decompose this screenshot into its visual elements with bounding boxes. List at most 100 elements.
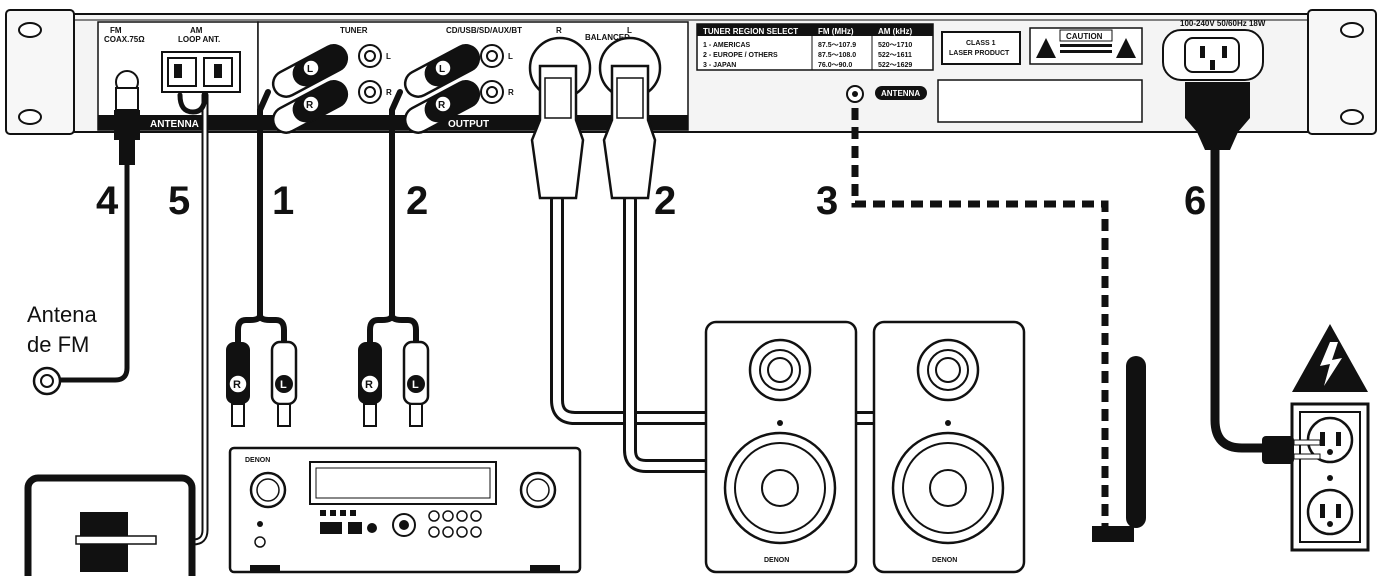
plugs: L R L R R	[114, 44, 1250, 427]
usb-port[interactable]	[320, 522, 342, 534]
tweeter	[748, 338, 812, 402]
speaker-left-brand: DENON	[932, 557, 957, 564]
tuner-jack-right[interactable]	[358, 80, 382, 104]
output-jack-left[interactable]	[480, 44, 504, 68]
tuner-jack-left[interactable]	[358, 44, 382, 68]
antenna-jack-label: ANTENNA	[881, 89, 920, 98]
tuner-free-plug-r: R	[233, 379, 241, 391]
region-fm-col: FM (MHz)	[818, 27, 854, 36]
outlet-socket-bottom[interactable]	[1306, 488, 1354, 536]
tuner-plug-r: R	[306, 100, 314, 111]
laser-label	[941, 31, 1021, 65]
tuner-free-plugs: R L	[226, 340, 298, 427]
region-2-am: 522～1611	[878, 52, 912, 59]
step-4-label: 4	[96, 179, 119, 223]
antenna-whip-icon	[1126, 356, 1146, 528]
fm-antenna-line2: de FM	[27, 332, 89, 357]
tuner-rca-cable	[257, 89, 271, 318]
rack-hole	[18, 109, 42, 125]
fm-antenna-line1: Antena	[27, 302, 97, 327]
fm-antenna: Antena de FM	[27, 302, 97, 396]
region-3-fm: 76.0～90.0	[818, 62, 852, 69]
output-free-plug-r: R	[365, 379, 373, 391]
output-group-label: OUTPUT	[448, 119, 489, 130]
output-rca-cable	[389, 89, 403, 318]
bt-antenna	[1092, 356, 1146, 542]
step-5-label: 5	[168, 179, 190, 223]
laser-line1: CLASS 1	[966, 40, 996, 47]
region-2-name: 2 - EUROPE / OTHERS	[703, 52, 778, 59]
output-free-plugs: R L	[358, 340, 430, 427]
power-cord	[1210, 145, 1295, 453]
output-panel-plugs: L R	[403, 44, 481, 134]
balanced-r-mark: R	[556, 26, 562, 35]
power-spec: 100-240V 50/60Hz 18W	[1180, 19, 1266, 28]
av-receiver: DENON	[228, 446, 582, 574]
output-l-mark: L	[508, 52, 513, 61]
region-1-fm: 87.5～107.9	[818, 42, 856, 49]
region-1-am: 520～1710	[878, 42, 912, 49]
output-r-mark: R	[508, 88, 514, 97]
laser-line2: LASER PRODUCT	[949, 50, 1010, 57]
balanced-label: BALANCED	[585, 33, 630, 42]
tuner-free-plug-l: L	[280, 379, 287, 391]
antenna-group-label: ANTENNA	[150, 119, 199, 130]
region-3-am: 522～1629	[878, 62, 912, 69]
serial-plate	[937, 79, 1143, 123]
output-jack-right[interactable]	[480, 80, 504, 104]
output-plug-l: L	[439, 64, 445, 75]
region-am-col: AM (kHz)	[878, 27, 913, 36]
fm-coax-label: COAX.75Ω	[104, 35, 145, 44]
bt-antenna-dashed-line	[851, 108, 1109, 528]
speaker-right: DENON	[704, 320, 858, 574]
step-6-label: 6	[1184, 179, 1206, 223]
rack-hole	[1340, 109, 1364, 125]
power-plug	[1185, 82, 1250, 150]
woofer	[891, 431, 1005, 545]
tuner-jacks: L R	[358, 44, 392, 104]
wall-outlet	[1262, 324, 1370, 552]
receiver-brand: DENON	[245, 457, 270, 464]
step-2-label: 2	[406, 179, 428, 223]
warning-triangle-icon	[1036, 38, 1056, 58]
xlr-cable-left	[623, 193, 713, 473]
rear-panel: ANTENNA FM COAX.75Ω AM LOOP ANT. OUTPUT …	[5, 9, 1377, 135]
rack-hole	[18, 22, 42, 38]
region-2-fm: 87.5～108.0	[818, 52, 856, 59]
am-label: AM	[190, 26, 203, 35]
fm-label: FM	[110, 26, 122, 35]
output-plug-r: R	[438, 100, 446, 111]
power-button[interactable]	[254, 536, 266, 548]
woofer	[723, 431, 837, 545]
fm-antenna-cable	[55, 157, 130, 383]
speaker-right-brand: DENON	[764, 557, 789, 564]
step-1-label: 1	[272, 179, 294, 223]
am-loop-antenna	[24, 474, 196, 576]
volume-knob[interactable]	[519, 471, 557, 509]
balanced-l-mark: L	[627, 26, 632, 35]
step-numbers: 4 5 1 2 2 3 6	[96, 179, 1206, 223]
tuner-r-mark: R	[386, 88, 392, 97]
output-section-bar	[258, 115, 688, 130]
region-3-name: 3 - JAPAN	[703, 62, 736, 69]
step-2b-label: 2	[654, 179, 676, 223]
caution-label: CAUTION	[1029, 27, 1143, 65]
tuner-l-mark: L	[386, 52, 391, 61]
step-3-label: 3	[816, 179, 838, 223]
power-plug-end	[1262, 436, 1294, 464]
speaker-left: DENON	[872, 320, 1026, 574]
region-1-name: 1 - AMERICAS	[703, 42, 751, 49]
output-free-plug-l: L	[412, 379, 419, 391]
antenna-jack-label-bg	[875, 86, 927, 100]
region-title: TUNER REGION SELECT	[703, 27, 798, 36]
input-knob[interactable]	[249, 471, 287, 509]
tuner-plug-l: L	[307, 64, 313, 75]
tuner-label: TUNER	[340, 26, 368, 35]
fm-plug	[115, 87, 139, 111]
tuner-panel-plugs: L R	[271, 44, 349, 134]
receiver-display	[309, 461, 497, 505]
cd-usb-label: CD/USB/SD/AUX/BT	[446, 26, 522, 35]
cables	[55, 89, 1295, 546]
rack-hole	[1340, 22, 1364, 38]
